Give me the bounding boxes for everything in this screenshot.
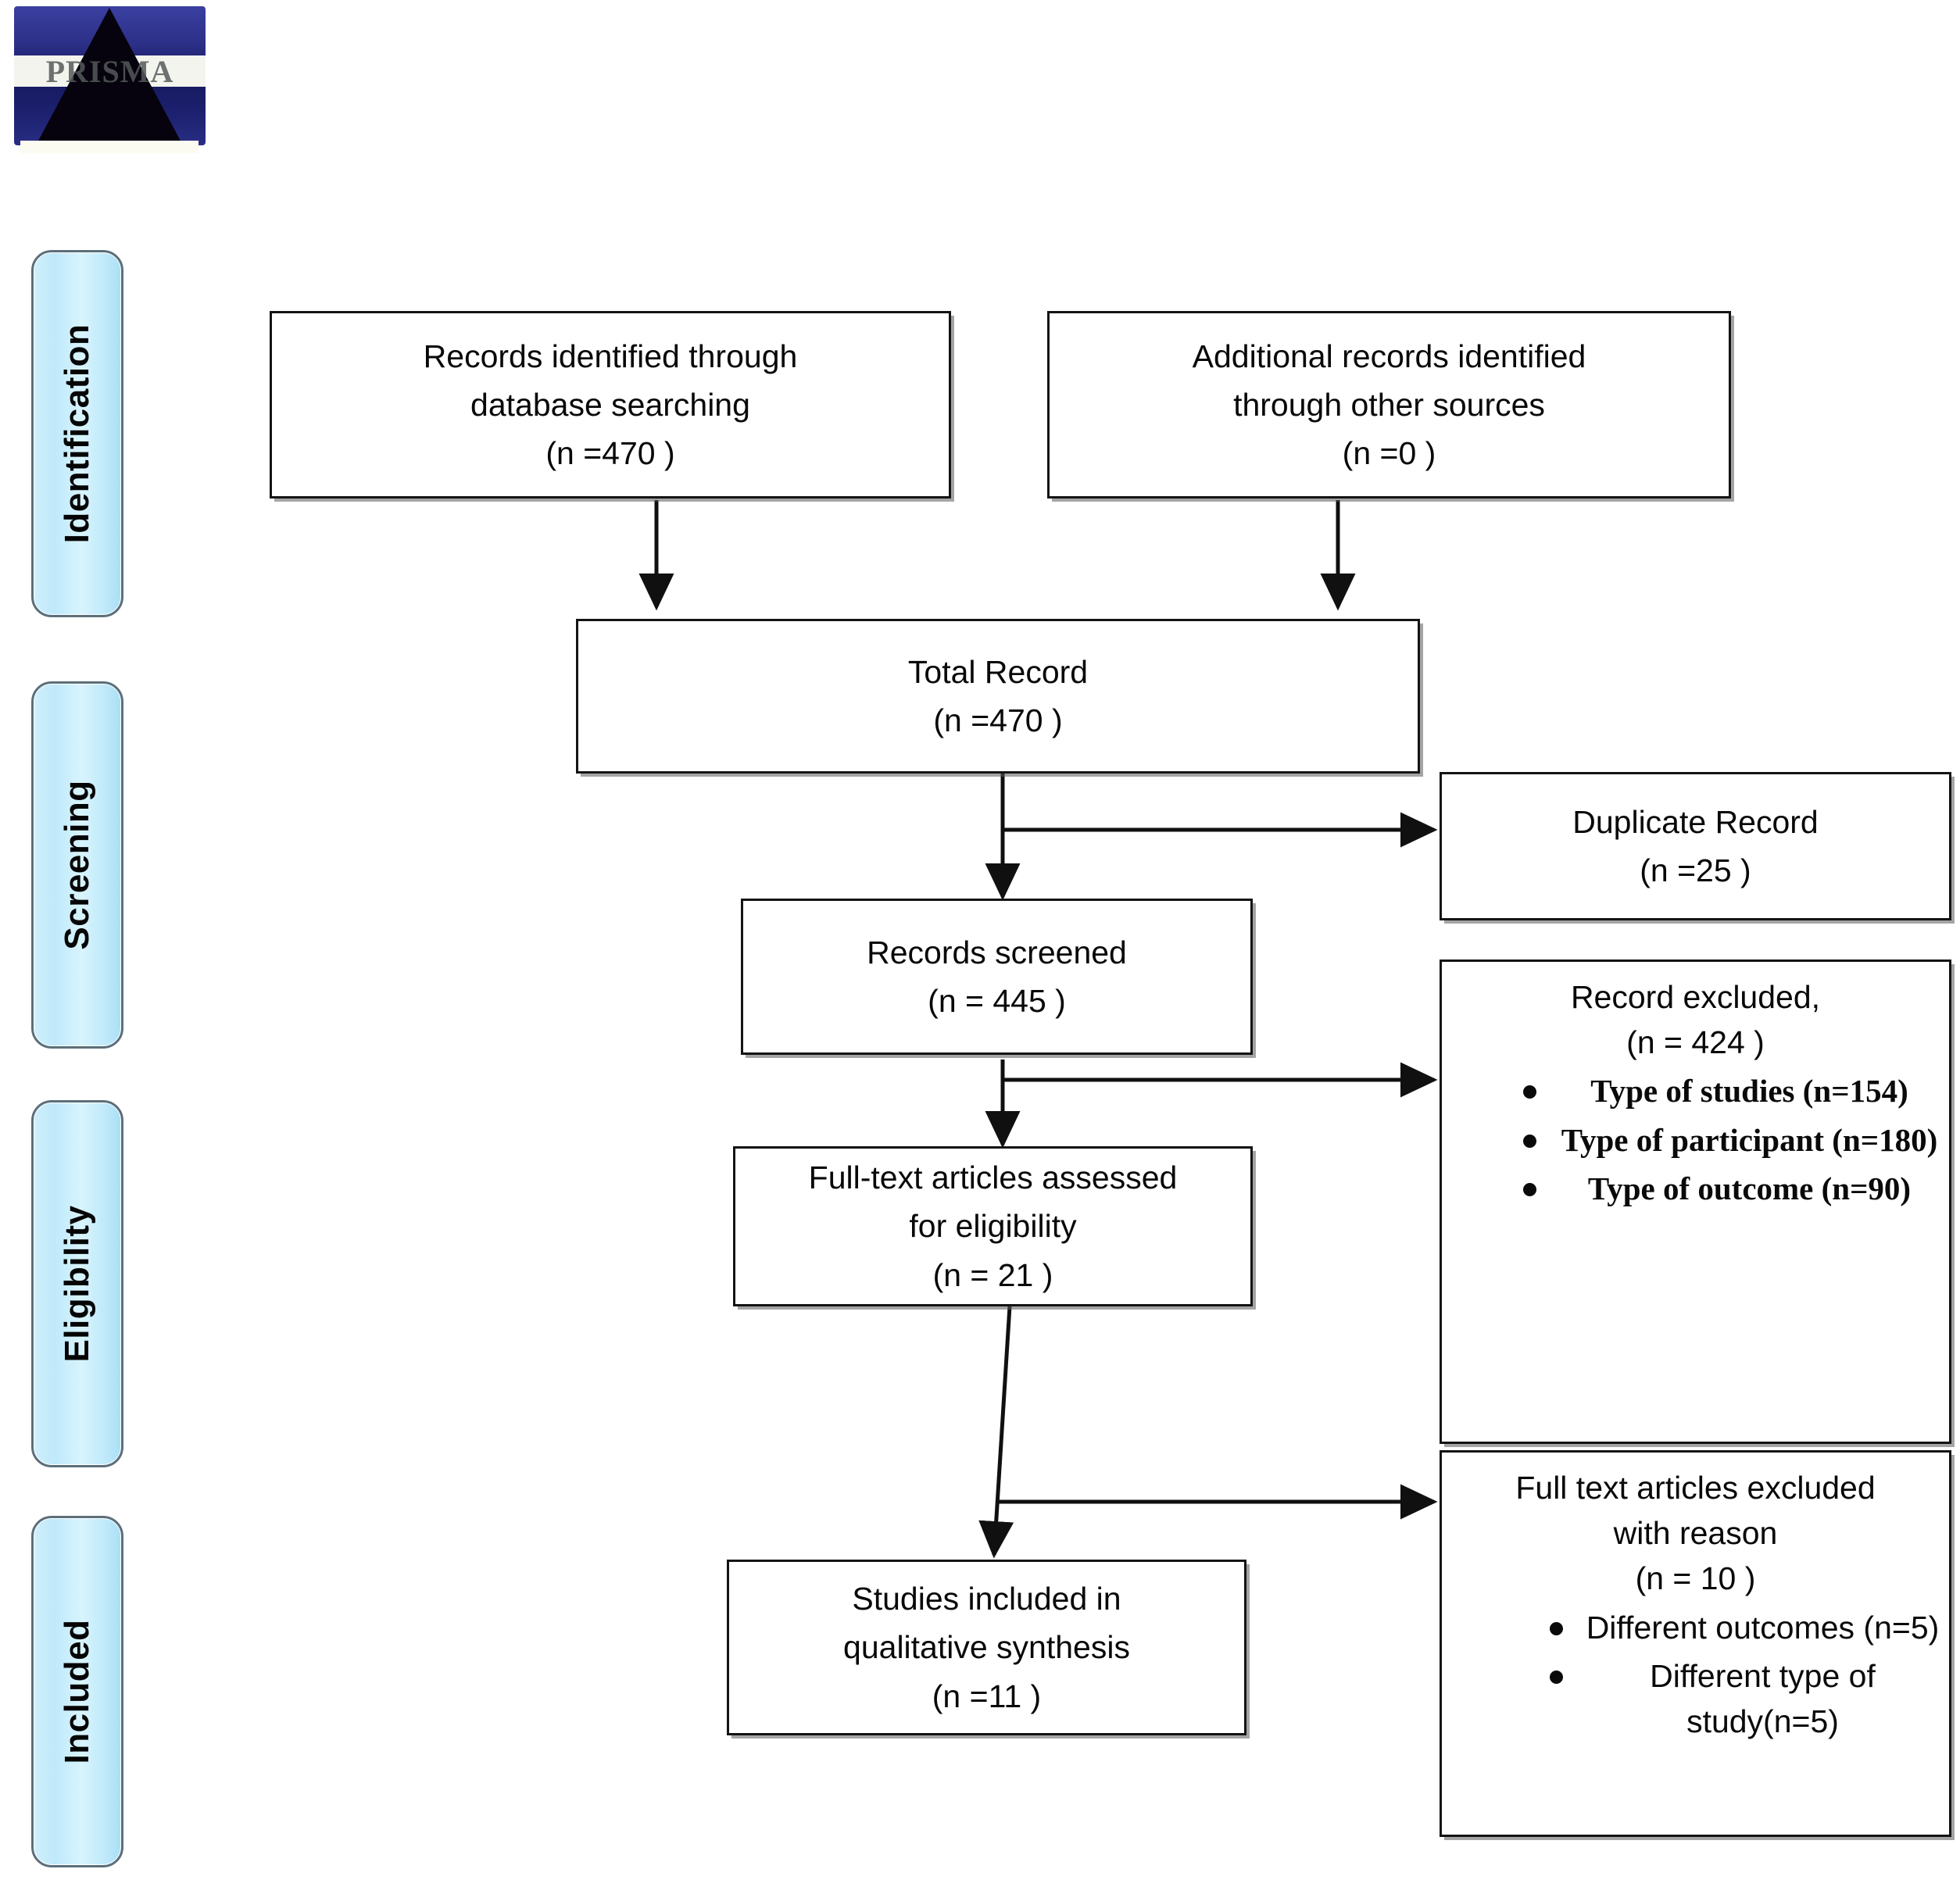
box-records-identified-database: Records identified through database sear… xyxy=(270,311,951,499)
edge-fulltext-to-included xyxy=(978,1306,1014,1559)
records-excluded-reason-list: Type of studies (n=154) Type of particip… xyxy=(1450,1068,1941,1211)
stage-label-eligibility-text: Eligibility xyxy=(58,1205,96,1363)
stage-label-included: Included xyxy=(31,1516,123,1867)
list-item: Type of outcome (n=90) xyxy=(1517,1166,1941,1211)
logo-triangle-icon xyxy=(38,8,181,142)
box-duplicate-record: Duplicate Record (n =25 ) xyxy=(1440,772,1951,920)
fulltext-excluded-reason-list: Different outcomes (n=5) Different type … xyxy=(1450,1605,1941,1745)
stage-label-included-text: Included xyxy=(58,1619,96,1764)
box-studies-included: Studies included in qualitative synthesi… xyxy=(727,1560,1246,1735)
logo-footer-strip xyxy=(20,141,199,153)
box-total-record-text: Total Record (n =470 ) xyxy=(907,653,1089,738)
box-duplicate-record-text: Duplicate Record (n =25 ) xyxy=(1572,803,1819,888)
box-records-excluded: Record excluded, (n = 424 ) Type of stud… xyxy=(1440,960,1951,1444)
box-records-excluded-heading: Record excluded, (n = 424 ) xyxy=(1570,979,1821,1061)
box-fulltext-excluded: Full text articles excluded with reason … xyxy=(1440,1450,1951,1837)
box-studies-included-text: Studies included in qualitative synthesi… xyxy=(843,1581,1130,1714)
list-item: Type of studies (n=154) xyxy=(1517,1068,1941,1113)
box-additional-records-text: Additional records identified through ot… xyxy=(1192,338,1586,472)
box-fulltext-assessed-text: Full-text articles assessed for eligibil… xyxy=(808,1160,1178,1293)
box-fulltext-excluded-heading: Full text articles excluded with reason … xyxy=(1515,1470,1876,1597)
box-total-record: Total Record (n =470 ) xyxy=(576,619,1420,774)
box-records-identified-database-text: Records identified through database sear… xyxy=(423,338,798,472)
stage-label-eligibility: Eligibility xyxy=(31,1100,123,1467)
prisma-logo-icon: PRISMA xyxy=(14,6,206,155)
box-records-screened: Records screened (n = 445 ) xyxy=(741,899,1253,1055)
stage-label-screening: Screening xyxy=(31,681,123,1049)
list-item: Different outcomes (n=5) xyxy=(1543,1605,1941,1650)
box-additional-records: Additional records identified through ot… xyxy=(1047,311,1731,499)
list-item: Type of participant (n=180) xyxy=(1517,1117,1941,1163)
box-fulltext-assessed: Full-text articles assessed for eligibil… xyxy=(733,1146,1253,1306)
logo-wordmark: PRISMA xyxy=(45,54,174,89)
list-item: Different type of study(n=5) xyxy=(1543,1653,1941,1744)
stage-label-identification: Identification xyxy=(31,250,123,617)
stage-label-identification-text: Identification xyxy=(58,323,96,544)
stage-label-screening-text: Screening xyxy=(58,780,96,950)
box-records-screened-text: Records screened (n = 445 ) xyxy=(867,934,1127,1019)
